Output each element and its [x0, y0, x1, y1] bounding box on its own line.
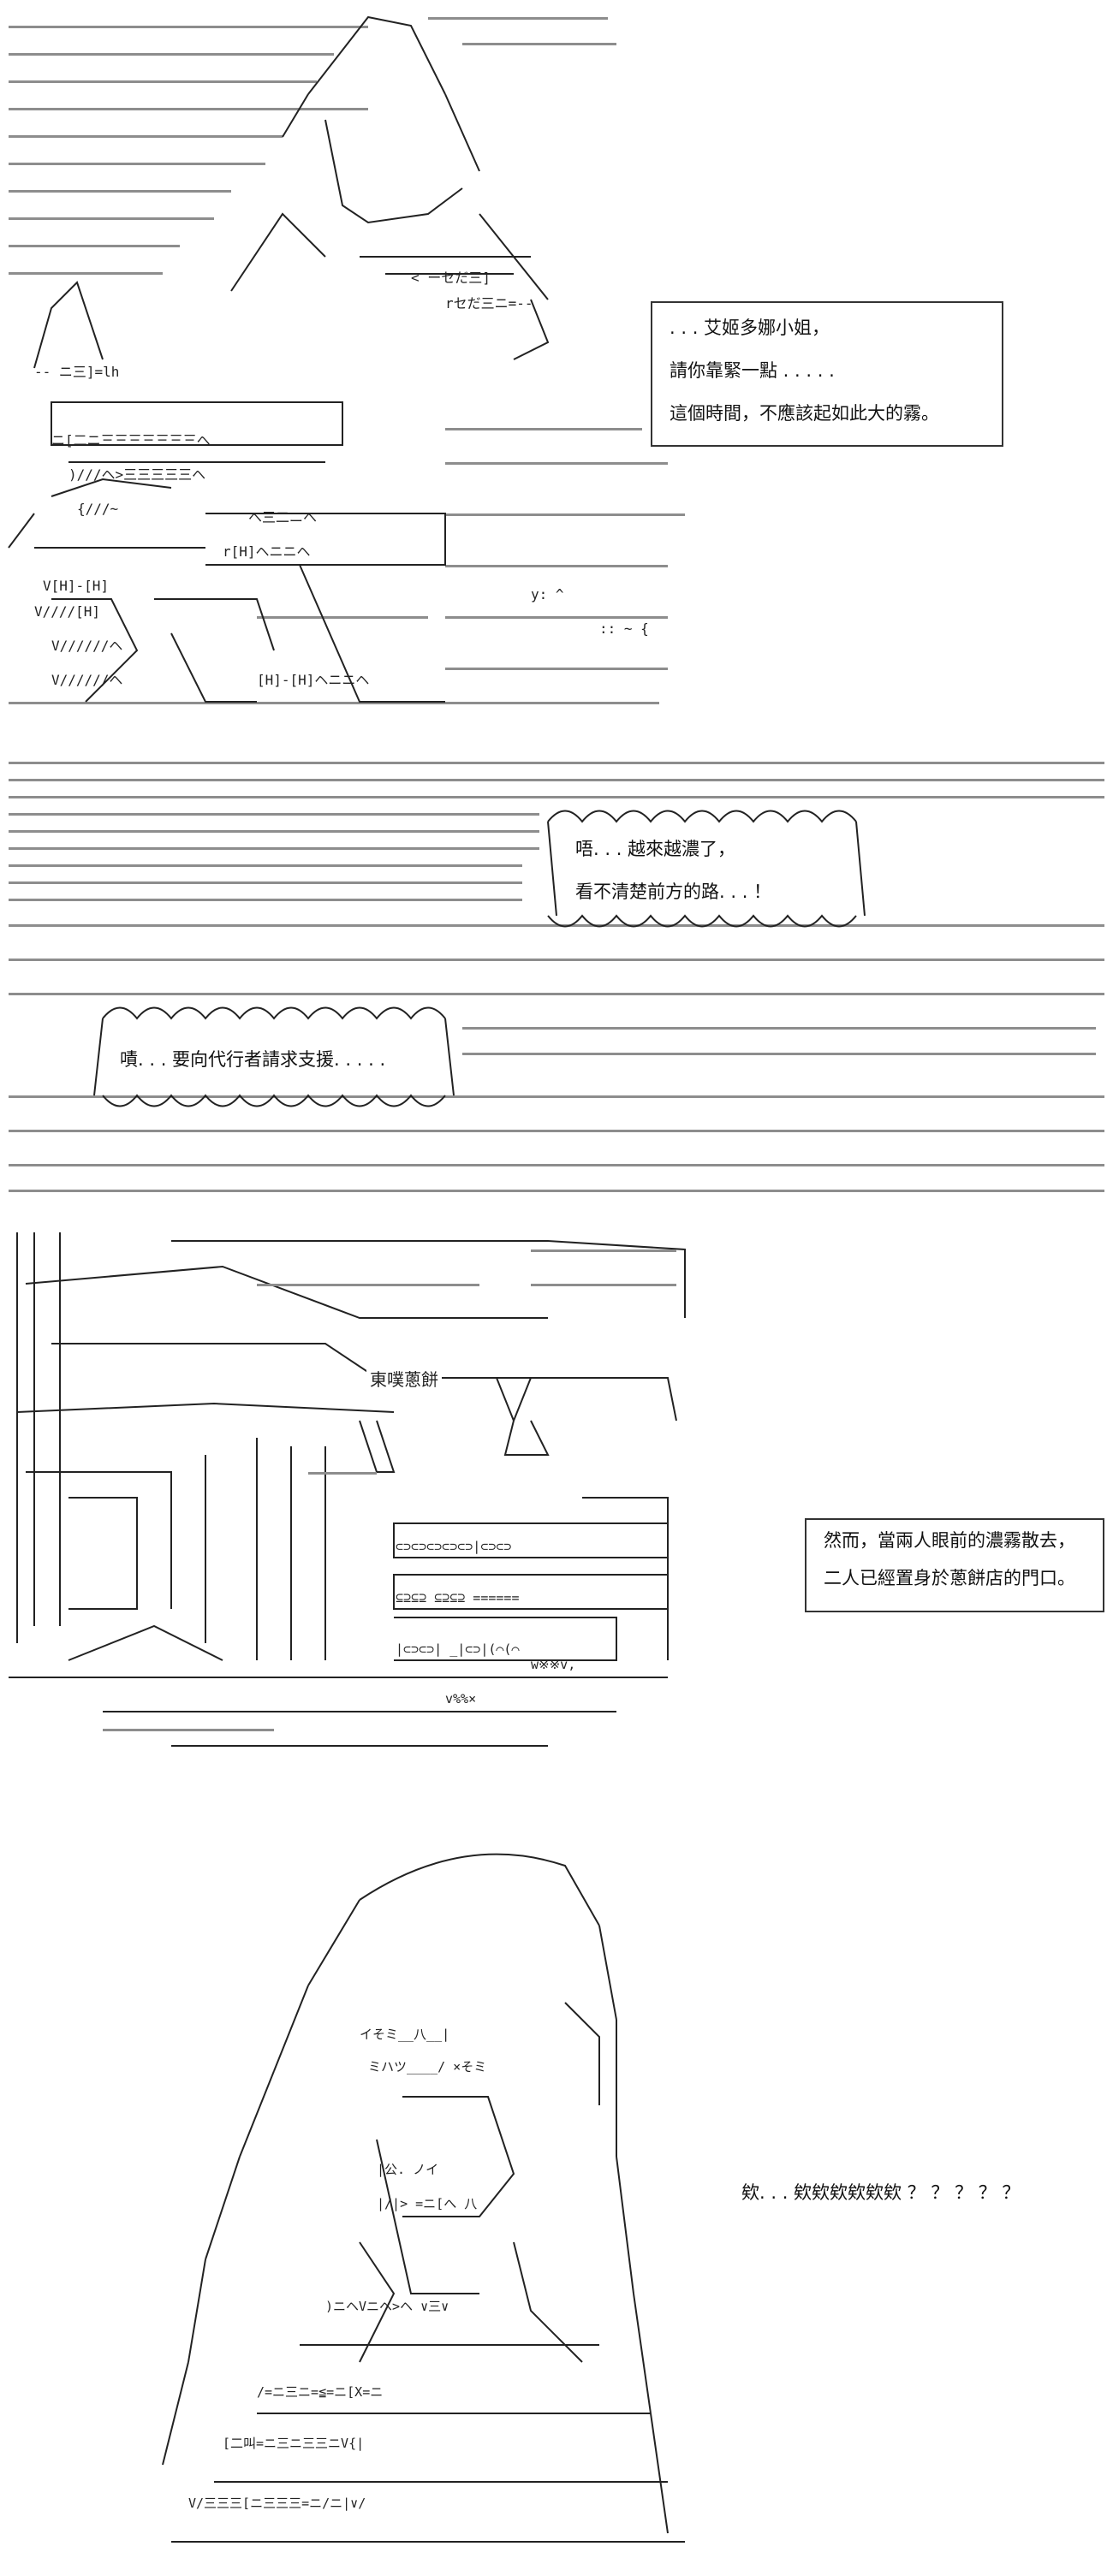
fog-dots-2	[9, 762, 1104, 1192]
svg-text:[二叫=ニ三ニ三三ニV{|: [二叫=ニ三ニ三三ニV{|	[223, 2436, 364, 2451]
svg-text:ニ[二ニ三三三三三三三ヘ: ニ[二ニ三三三三三三三ヘ	[51, 432, 211, 448]
svg-text:r[H]ヘニニヘ: r[H]ヘニニヘ	[223, 543, 311, 560]
narration-line-3: 這個時間，不應該起如此大的霧。	[670, 403, 939, 424]
svg-text::: ~ {: :: ~ {	[599, 620, 649, 637]
panel-3-art: ⊂⊃⊂⊃⊂⊃⊂⊃⊂⊃|⊂⊃⊂⊃ ⊆⊇⊆⊇ ⊆⊇⊆⊇ ====== |⊂⊃⊂⊃| …	[9, 1232, 686, 1747]
narration-line-1: . . . 艾姬多娜小姐，	[670, 318, 830, 338]
panel-2: 唔. . . 越來越濃了， 看不清楚前方的路. . . ！ 嘖. . . 要向代…	[0, 753, 1113, 1207]
narration-line-2: 二人已經置身於蔥餅店的門口。	[824, 1568, 1075, 1588]
svg-text:rセだ三ニ=‐‐: rセだ三ニ=‐‐	[445, 295, 533, 312]
fog-dots-3	[103, 1249, 676, 1731]
shop-glyphs: ⊂⊃⊂⊃⊂⊃⊂⊃⊂⊃|⊂⊃⊂⊃ ⊆⊇⊆⊇ ⊆⊇⊆⊇ ====== |⊂⊃⊂⊃| …	[396, 1539, 575, 1706]
speech-exclaim: 欸. . . 欸欸欸欸欸欸 ？ ？ ？ ？ ？	[741, 2179, 1021, 2205]
svg-text:< ーセだ三]: < ーセだ三]	[411, 270, 491, 286]
svg-text:[H]-[H]ヘニニヘ: [H]-[H]ヘニニヘ	[257, 672, 369, 688]
narration-line-1: 然而，當兩人眼前的濃霧散去，	[824, 1530, 1075, 1551]
svg-text:ヘ三二ニヘ: ヘ三二ニヘ	[248, 509, 317, 525]
svg-text:⊂⊃⊂⊃⊂⊃⊂⊃⊂⊃|⊂⊃⊂⊃: ⊂⊃⊂⊃⊂⊃⊂⊃⊂⊃|⊂⊃⊂⊃	[396, 1539, 511, 1554]
svg-text:)///ヘ>三三三三三ヘ: )///ヘ>三三三三三ヘ	[68, 466, 205, 483]
svg-text:V[H]-[H]: V[H]-[H]	[43, 578, 109, 594]
svg-text:v%%×: v%%×	[445, 1691, 476, 1706]
svg-text:ミハツ____/ ×そミ: ミハツ____/ ×そミ	[368, 2059, 486, 2074]
svg-text:イそミ__八__|: イそミ__八__|	[360, 2027, 449, 2042]
figure-1-glyphs: < ーセだ三] rセだ三ニ=‐‐ -- ニ三]=lh ニ[二ニ三三三三三三三ヘ …	[34, 270, 649, 688]
fog-dots-1	[9, 17, 685, 704]
svg-text:|公. ノイ: |公. ノイ	[377, 2162, 438, 2177]
svg-text:-- ニ三]=lh: -- ニ三]=lh	[34, 364, 119, 380]
speech-bubble-left-outline	[93, 1006, 455, 1107]
speech-top-line-1: 唔. . . 越來越濃了，	[575, 835, 736, 861]
panel-2-art	[9, 762, 1104, 1192]
svg-text:V//////ヘ: V//////ヘ	[51, 672, 122, 688]
svg-text:V//////ヘ: V//////ヘ	[51, 638, 122, 654]
svg-text:⊆⊇⊆⊇ ⊆⊇⊆⊇ ======: ⊆⊇⊆⊇ ⊆⊇⊆⊇ ======	[396, 1590, 520, 1606]
figure-4-lines	[162, 1853, 685, 2543]
svg-text:{///~: {///~	[77, 501, 118, 517]
narration-box-1: . . . 艾姬多娜小姐， 請你靠緊一點 . . . . . 這個時間，不應該起…	[651, 301, 1003, 447]
panel-1-art: < ーセだ三] rセだ三ニ=‐‐ -- ニ三]=lh ニ[二ニ三三三三三三三ヘ …	[8, 15, 685, 704]
svg-text:|⊂⊃⊂⊃| _|⊂⊃|(⌒(⌒: |⊂⊃⊂⊃| _|⊂⊃|(⌒(⌒	[396, 1641, 520, 1657]
panel-4: イそミ__八__| ミハツ____/ ×そミ |公. ノイ |/|> =ニ[へ …	[0, 1814, 1113, 2576]
narration-box-3: 然而，當兩人眼前的濃霧散去， 二人已經置身於蔥餅店的門口。	[805, 1518, 1104, 1612]
panel-4-art: イそミ__八__| ミハツ____/ ×そミ |公. ノイ |/|> =ニ[へ …	[162, 1853, 685, 2543]
svg-text:)ニヘVニヘ>ヘ ∨三∨: )ニヘVニヘ>ヘ ∨三∨	[325, 2299, 449, 2314]
shop-building-lines	[9, 1232, 686, 1747]
speech-left: 嘖. . . 要向代行者請求支援. . . . .	[120, 1046, 386, 1071]
svg-text:y: ^: y: ^	[531, 586, 564, 602]
speech-bubble-top-outline	[547, 810, 866, 928]
svg-text:/=ニ三ニ=≦=ニ[X=ニ: /=ニ三ニ=≦=ニ[X=ニ	[257, 2384, 383, 2400]
svg-text:|/|> =ニ[へ 八: |/|> =ニ[へ 八	[377, 2196, 477, 2211]
speech-top-line-2: 看不清楚前方的路. . . ！	[575, 878, 772, 904]
figure-1-lines	[8, 15, 550, 703]
shop-sign: 東噗蔥餅	[366, 1366, 442, 1391]
svg-text:w※※v,: w※※v,	[531, 1657, 575, 1672]
svg-text:V////[H]: V////[H]	[34, 603, 100, 620]
figure-4-glyphs: イそミ__八__| ミハツ____/ ×そミ |公. ノイ |/|> =ニ[へ …	[188, 2027, 486, 2511]
panel-3: ⊂⊃⊂⊃⊂⊃⊂⊃⊂⊃|⊂⊃⊂⊃ ⊆⊇⊆⊇ ⊆⊇⊆⊇ ====== |⊂⊃⊂⊃| …	[0, 1215, 1113, 1797]
panel-1: < ーセだ三] rセだ三ニ=‐‐ -- ニ三]=lh ニ[二ニ三三三三三三三ヘ …	[0, 0, 1113, 736]
narration-line-2: 請你靠緊一點 . . . . .	[670, 360, 835, 381]
svg-text:V/三三三[ニ三三三=ニ/ニ|∨/: V/三三三[ニ三三三=ニ/ニ|∨/	[188, 2496, 366, 2511]
